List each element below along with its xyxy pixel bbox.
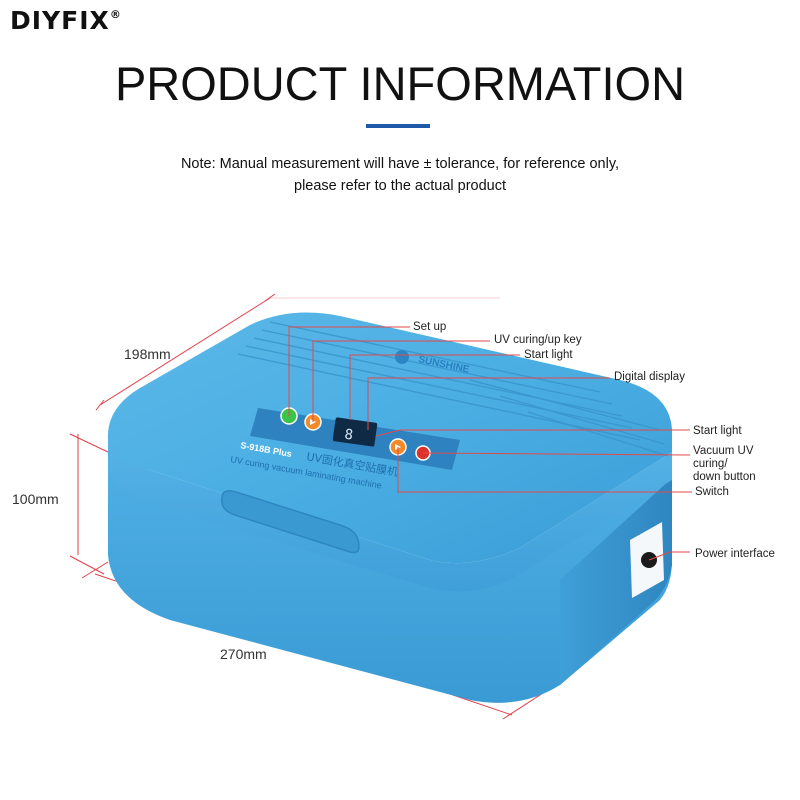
device-side (560, 478, 672, 685)
callout-lines (288, 326, 692, 561)
height-tick-bottom (69, 555, 105, 575)
callout-line-display (367, 377, 610, 430)
callout-vacuum-line-1: Vacuum UV (693, 445, 754, 457)
width-tick-left (81, 561, 109, 579)
device-body: SUNSHINE 8 S-918B Plus UV固化真空贴膜机 UV curi… (107, 312, 672, 703)
lid-ribs (237, 321, 669, 457)
callout-digital-display: Digital display (614, 371, 685, 383)
callout-line-power (648, 551, 690, 561)
callout-vacuum-line-3: down button (693, 471, 756, 483)
depth-tick-top (264, 293, 276, 302)
callout-vacuum-line-2: curing/ (693, 458, 728, 470)
callout-vacuum: Vacuum UV curing/ down button (693, 445, 756, 484)
callout-line-vacuum (422, 452, 691, 456)
depth-label: 198mm (124, 346, 171, 362)
registered-mark: ® (109, 8, 122, 21)
callout-line-switch (397, 447, 692, 493)
callout-switch: Switch (695, 486, 729, 498)
lid-band (108, 440, 672, 592)
note-line-2: please refer to the actual product (294, 178, 506, 194)
callout-line-uv-up (312, 340, 490, 422)
height-tick-top (69, 433, 109, 453)
display-readout: 8 (343, 427, 354, 444)
digital-display (332, 417, 378, 447)
lid-handle[interactable] (221, 490, 360, 554)
callout-power-interface: Power interface (695, 548, 775, 560)
callout-line-start-light-1 (349, 354, 520, 420)
note: Note: Manual measurement will have ± tol… (0, 153, 800, 197)
brand-name: DIYFIX (10, 6, 110, 35)
page-title: PRODUCT INFORMATION (114, 57, 686, 110)
callout-start-light-2: Start light (693, 425, 742, 437)
brand-logo: DIYFIX® (10, 6, 122, 35)
callout-line-start-light-2 (375, 429, 690, 437)
note-line-1: Note: Manual measurement will have ± tol… (180, 156, 620, 172)
width-label: 270mm (220, 646, 267, 662)
depth-tick-bottom (95, 399, 105, 411)
height-label: 100mm (12, 491, 59, 507)
callout-uv-up-key: UV curing/up key (494, 334, 582, 346)
callout-set-up: Set up (413, 321, 447, 333)
brand-circle-icon (395, 350, 409, 364)
depth-arrow-line (99, 297, 271, 406)
callout-line-set-up (288, 326, 410, 416)
title-underline (366, 124, 430, 128)
callout-start-light-1: Start light (524, 349, 573, 361)
